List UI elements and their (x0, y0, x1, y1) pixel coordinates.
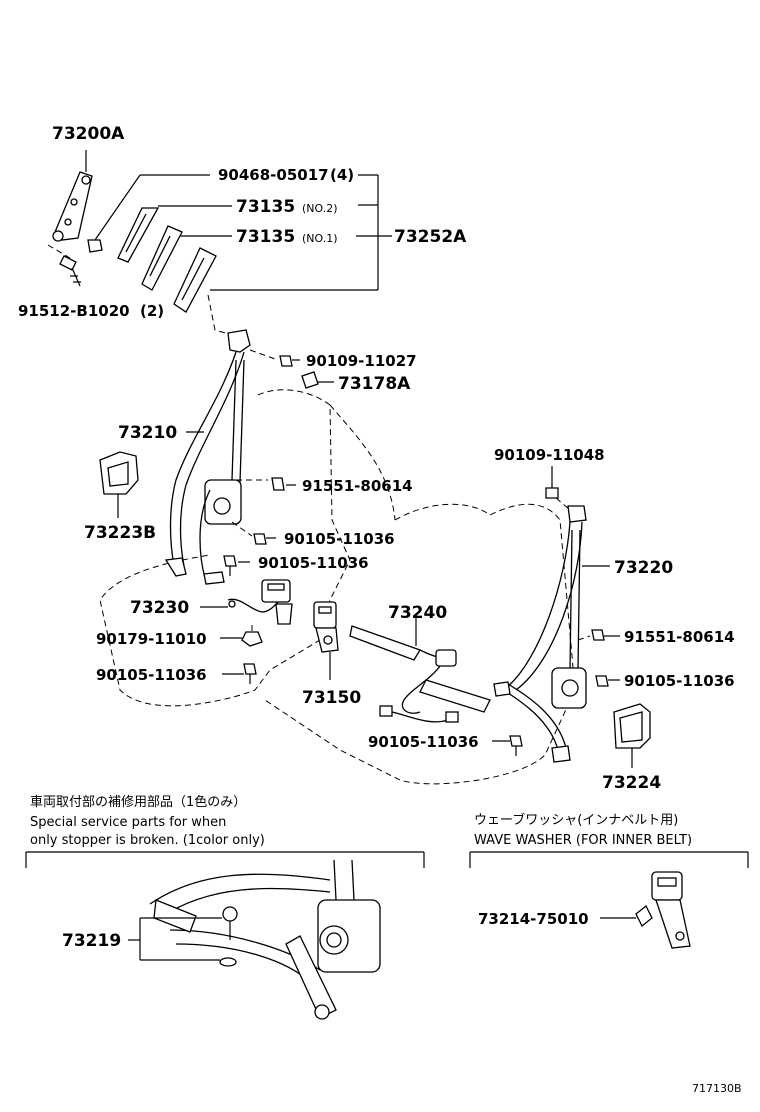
bolt-91512 (47, 244, 81, 287)
clip-90468 (87, 174, 210, 253)
figure-id: 717130B (692, 1082, 742, 1095)
part-number-73150: 73150 (302, 688, 361, 708)
part-note-73135-no1: (NO.1) (302, 232, 338, 245)
part-number-90105-d: 90105-11036 (368, 733, 479, 751)
bolt-90105-e (595, 675, 620, 687)
note-en-wave-washer: WAVE WASHER (FOR INNER BELT) (474, 833, 692, 848)
inner-belt-73240 (349, 618, 491, 723)
part-number-90109-11027: 90109-11027 (306, 352, 417, 370)
note-jp-wave-washer: ウェーブワッシャ(インナベルト用) (474, 812, 678, 828)
part-number-73219: 73219 (62, 931, 121, 951)
part-number-73230: 73230 (130, 598, 189, 618)
part-qty-90468: (4) (330, 166, 354, 184)
note-box-right (469, 851, 749, 868)
part-number-73214: 73214-75010 (478, 910, 589, 928)
part-number-91512: 91512-B1020 (18, 302, 130, 320)
bolt-90105-b (223, 555, 250, 576)
cap-73178A (301, 371, 334, 389)
part-number-90105-c: 90105-11036 (96, 666, 207, 684)
part-number-73178A: 73178A (338, 374, 411, 394)
nut-90179 (220, 625, 263, 647)
part-number-90109-11048: 90109-11048 (494, 446, 605, 464)
part-number-73135-no1: 73135 (236, 227, 295, 247)
seat-outline (99, 389, 576, 785)
bolt-91551-left (236, 477, 296, 491)
bolt-90109-11048 (545, 466, 571, 511)
inner-buckle-73150 (313, 601, 339, 680)
part-number-90105-a: 90105-11036 (284, 530, 395, 548)
shoulder-anchor-adjuster-73200A (52, 150, 93, 242)
bolt-91551-right (577, 629, 620, 641)
part-number-90105-e: 90105-11036 (624, 672, 735, 690)
outer-belt-assembly-73210 (164, 329, 251, 585)
stopper-detail-73219 (149, 859, 381, 1020)
cover-73135-no2 (117, 207, 160, 263)
leader-dash-upper (207, 294, 233, 336)
part-note-73135-no2: (NO.2) (302, 202, 338, 215)
bolt-90105-c (222, 663, 257, 684)
outer-belt-assembly-73220 (493, 505, 610, 763)
wave-washer-detail-73214 (600, 871, 691, 949)
part-qty-91512: (2) (140, 302, 164, 320)
callout-bracket-73219 (128, 917, 222, 961)
part-number-73240: 73240 (388, 603, 447, 623)
part-number-73220: 73220 (614, 558, 673, 578)
retractor-cover-73223B (99, 451, 139, 518)
note-en-service-parts-2: only stopper is broken. (1color only) (30, 833, 265, 848)
part-number-90105-b: 90105-11036 (258, 554, 369, 572)
part-number-73223B: 73223B (84, 523, 156, 543)
callout-bracket-73252A (158, 174, 392, 291)
note-jp-service-parts: 車両取付部の補修用部品（1色のみ） (30, 794, 246, 810)
bolt-90109-11027 (249, 349, 300, 367)
part-number-73200A: 73200A (52, 124, 125, 144)
bolt-90105-a (231, 521, 276, 545)
part-number-91551-left: 91551-80614 (302, 477, 413, 495)
part-number-73224: 73224 (602, 773, 661, 793)
part-number-90468: 90468-05017 (218, 166, 329, 184)
bolt-90105-d (492, 735, 523, 756)
note-box-left (25, 851, 425, 868)
note-en-service-parts-1: Special service parts for when (30, 815, 226, 830)
buckle-73230 (200, 579, 293, 625)
part-number-90179: 90179-11010 (96, 630, 207, 648)
part-number-73135-no2: 73135 (236, 197, 295, 217)
cover-73252A (173, 247, 217, 313)
retractor-cover-73224 (613, 703, 651, 768)
cover-73135-no1 (141, 225, 183, 291)
part-number-73252A: 73252A (394, 227, 467, 247)
part-number-91551-right: 91551-80614 (624, 628, 735, 646)
part-number-73210: 73210 (118, 423, 177, 443)
